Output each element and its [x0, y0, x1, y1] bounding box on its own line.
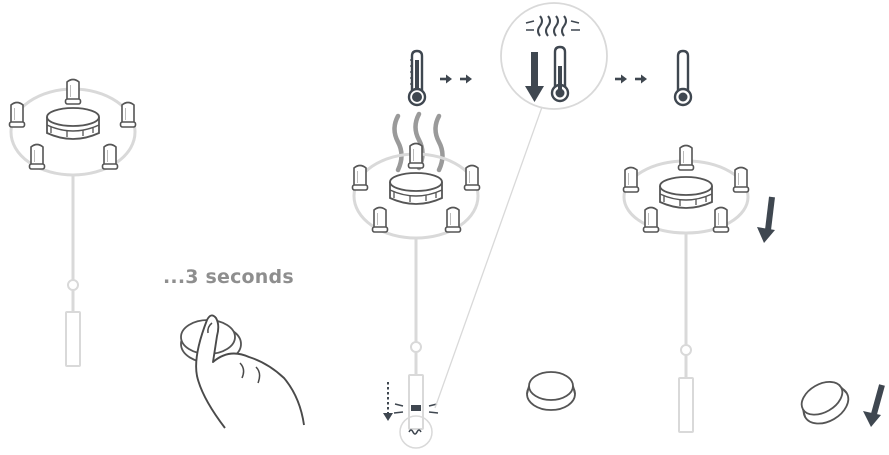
arrow-right-icon-2: [613, 73, 649, 85]
duration-caption: ...3 seconds: [163, 266, 294, 288]
thermometer-hot-icon: [407, 49, 427, 107]
arrow-down-icon: [525, 52, 544, 102]
hot-lamp-fixture-icon: [351, 142, 481, 342]
pull-switch-icon: [65, 279, 81, 367]
lamp-fixture-icon: [8, 78, 137, 280]
push-button-icon-2: [526, 371, 576, 411]
pull-switch-icon-3: [678, 344, 694, 433]
arrow-down-icon-3: [863, 384, 885, 427]
thermometer-cool-icon: [673, 49, 693, 107]
cool-lamp-fixture-icon: [622, 144, 750, 345]
arrow-right-icon: [438, 73, 474, 85]
thermometer-icon: [550, 45, 570, 103]
push-button-icon-3: [793, 373, 856, 432]
pull-switch-heating-icon: [383, 341, 439, 449]
heat-waves-small-icon: [525, 15, 580, 37]
arrow-down-icon-2: [757, 196, 775, 243]
hand-pointer-icon: [195, 314, 305, 429]
magnifier-circle-icon: [434, 2, 608, 409]
